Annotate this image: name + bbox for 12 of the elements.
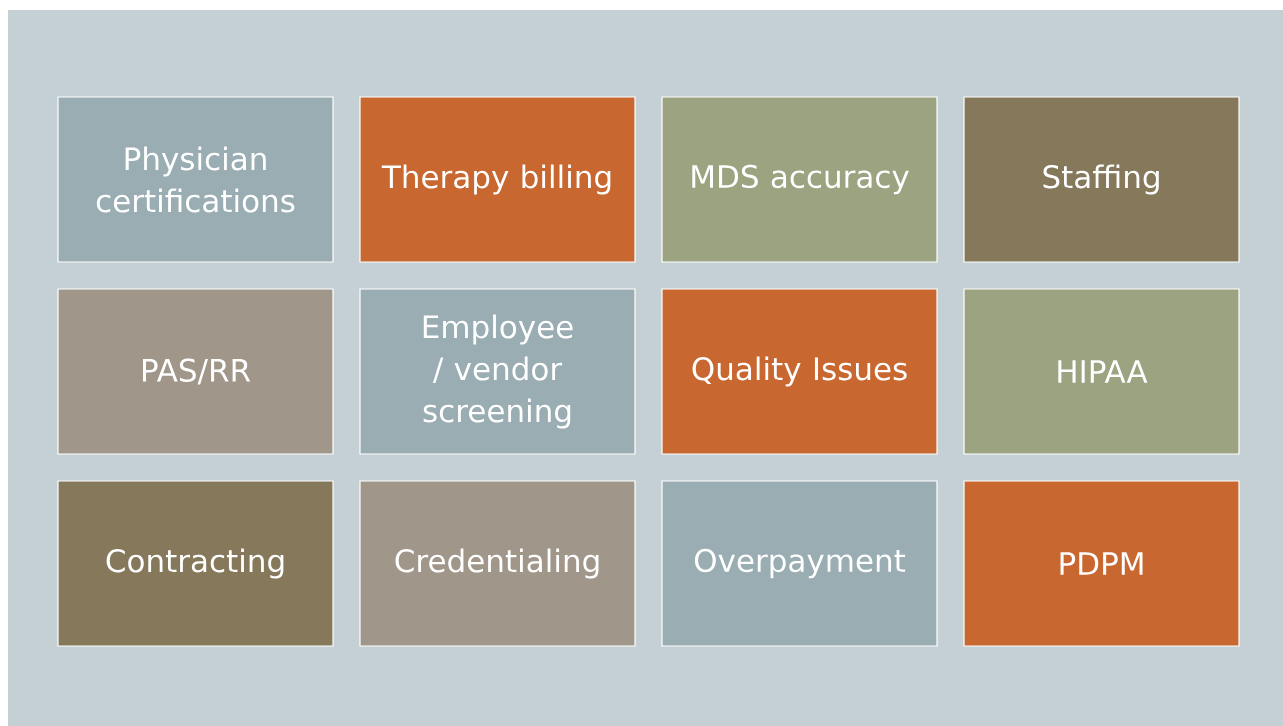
topic-box: Employee / vendor screening [359, 288, 636, 455]
topic-box: PDPM [963, 480, 1240, 647]
topic-box: Physician certifications [57, 96, 334, 263]
topic-box: Credentialing [359, 480, 636, 647]
topic-box: PAS/RR [57, 288, 334, 455]
topic-box: Therapy billing [359, 96, 636, 263]
topic-box: Contracting [57, 480, 334, 647]
topic-box: Overpayment [661, 480, 938, 647]
topic-box: MDS accuracy [661, 96, 938, 263]
topic-box: Quality Issues [661, 288, 938, 455]
topic-box: Staffing [963, 96, 1240, 263]
topic-box: HIPAA [963, 288, 1240, 455]
